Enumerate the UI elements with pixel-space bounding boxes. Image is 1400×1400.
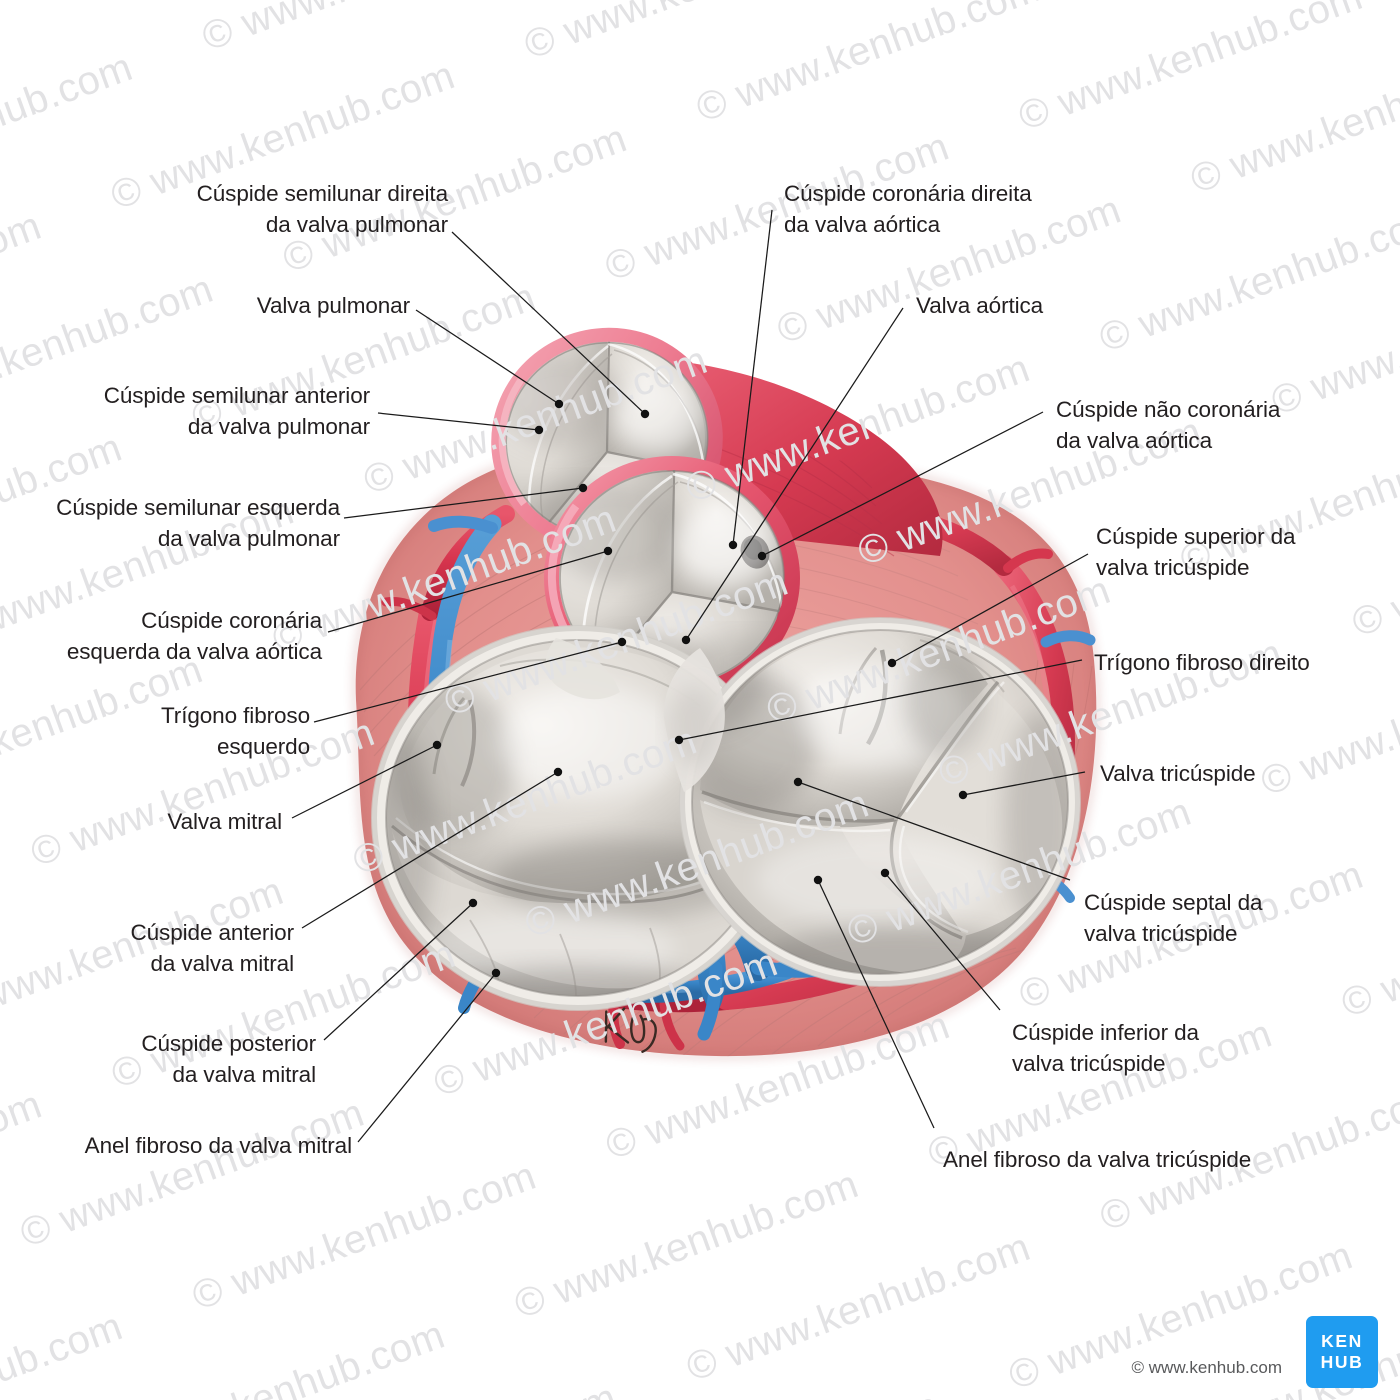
label-cuspide-superior-tricuspide: Cúspide superior da valva tricúspide (1096, 524, 1296, 580)
label-cuspide-inferior-tricuspide: Cúspide inferior da valva tricúspide (1012, 1020, 1199, 1076)
label-cuspide-coronaria-direita-aortica: Cúspide coronária direita da valva aórti… (784, 181, 1032, 237)
label-trigono-fibroso-direito: Trígono fibroso direito (1094, 650, 1310, 675)
label-cuspide-semilunar-anterior-pulmonar: Cúspide semilunar anterior da valva pulm… (103, 383, 370, 439)
label-cuspide-septal-tricuspide: Cúspide septal da valva tricúspide (1084, 890, 1263, 946)
label-valva-mitral: Valva mitral (167, 809, 282, 834)
label-valva-tricuspide: Valva tricúspide (1100, 761, 1256, 786)
copyright-credit: © www.kenhub.com (1131, 1358, 1282, 1377)
logo-line-ken: KEN (1321, 1331, 1363, 1351)
label-valva-aortica: Valva aórtica (916, 293, 1044, 318)
artist-signature (604, 1007, 657, 1053)
label-cuspide-semilunar-direita-pulmonar: Cúspide semilunar direita da valva pulmo… (196, 181, 448, 237)
label-cuspide-coronaria-esquerda-aortica: Cúspide coronária esquerda da valva aórt… (66, 608, 322, 664)
label-valva-pulmonar: Valva pulmonar (256, 293, 410, 318)
label-anel-fibroso-mitral: Anel fibroso da valva mitral (84, 1133, 352, 1158)
logo-line-hub: HUB (1320, 1352, 1364, 1372)
label-cuspide-anterior-mitral: Cúspide anterior da valva mitral (130, 920, 295, 976)
label-trigono-fibroso-esquerdo: Trígono fibroso esquerdo (161, 703, 310, 759)
kenhub-logo[interactable]: KEN HUB (1306, 1316, 1378, 1388)
label-cuspide-semilunar-esquerda-pulmonar: Cúspide semilunar esquerda da valva pulm… (56, 495, 340, 551)
label-cuspide-nao-coronaria-aortica: Cúspide não coronária da valva aórtica (1056, 397, 1281, 453)
label-anel-fibroso-tricuspide: Anel fibroso da valva tricúspide (943, 1147, 1252, 1172)
label-cuspide-posterior-mitral: Cúspide posterior da valva mitral (141, 1031, 316, 1087)
